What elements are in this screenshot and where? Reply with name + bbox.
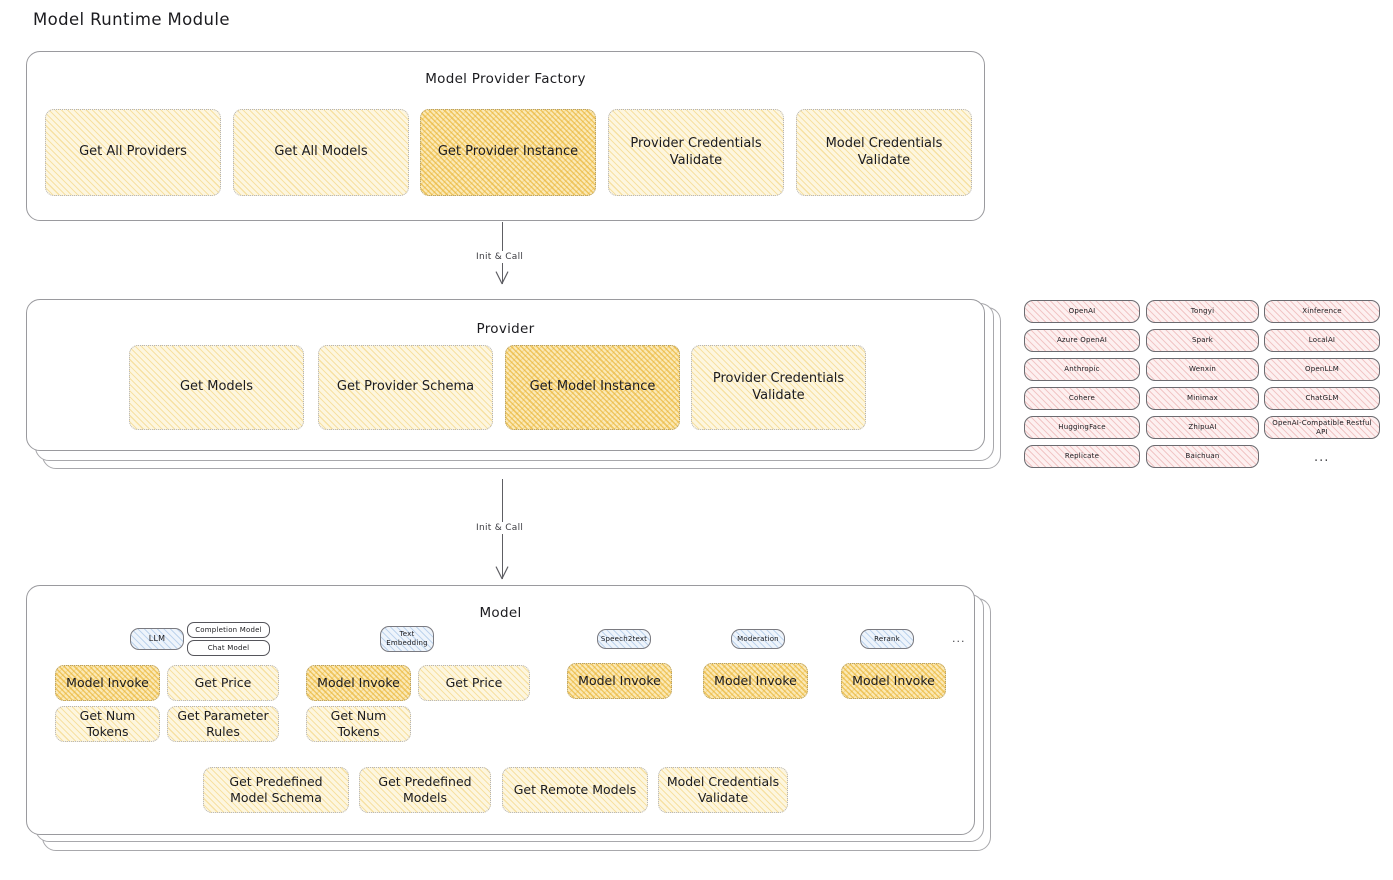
provider-list-more: ... bbox=[1314, 450, 1330, 465]
provider-chip-xinference[interactable]: Xinference bbox=[1264, 300, 1380, 323]
provider-node-provider-credentials-validate[interactable]: Provider Credentials Validate bbox=[691, 345, 866, 430]
provider-chip-spark[interactable]: Spark bbox=[1146, 329, 1259, 352]
model-method-llm-get-price[interactable]: Get Price bbox=[167, 665, 279, 701]
model-panel: Model LLM Completion Model Chat Model Mo… bbox=[26, 585, 975, 835]
provider-chip-chatglm[interactable]: ChatGLM bbox=[1264, 387, 1380, 410]
provider-chip-anthropic[interactable]: Anthropic bbox=[1024, 358, 1140, 381]
model-subtype-badge-completion-model[interactable]: Completion Model bbox=[187, 622, 270, 638]
model-subtype-badge-chat-model[interactable]: Chat Model bbox=[187, 640, 270, 656]
provider-title: Provider bbox=[476, 321, 535, 337]
model-types-more: ... bbox=[952, 632, 966, 645]
provider-chip-wenxin[interactable]: Wenxin bbox=[1146, 358, 1259, 381]
provider-node-get-provider-schema[interactable]: Get Provider Schema bbox=[318, 345, 493, 430]
model-method-llm-model-invoke[interactable]: Model Invoke bbox=[55, 665, 160, 701]
model-title: Model bbox=[479, 605, 522, 621]
arrow-provider-to-model-label: Init & Call bbox=[472, 522, 528, 534]
provider-chip-huggingface[interactable]: HuggingFace bbox=[1024, 416, 1140, 439]
model-method-moderation-model-invoke[interactable]: Model Invoke bbox=[703, 663, 808, 699]
model-type-badge-speech2text[interactable]: Speech2text bbox=[597, 629, 651, 649]
provider-node-get-model-instance[interactable]: Get Model Instance bbox=[505, 345, 680, 430]
provider-chip-cohere[interactable]: Cohere bbox=[1024, 387, 1140, 410]
model-shared-method-get-predefined-model-schema[interactable]: Get Predefined Model Schema bbox=[203, 767, 349, 813]
model-provider-factory-panel: Model Provider Factory Get All Providers… bbox=[26, 51, 985, 221]
model-method-text-embedding-get-num-tokens[interactable]: Get Num Tokens bbox=[306, 706, 411, 742]
model-provider-factory-title: Model Provider Factory bbox=[425, 71, 586, 87]
model-type-badge-llm[interactable]: LLM bbox=[130, 628, 184, 650]
model-shared-method-get-predefined-models[interactable]: Get Predefined Models bbox=[359, 767, 491, 813]
model-method-text-embedding-model-invoke[interactable]: Model Invoke bbox=[306, 665, 411, 701]
provider-chip-minimax[interactable]: Minimax bbox=[1146, 387, 1259, 410]
model-type-badge-moderation[interactable]: Moderation bbox=[731, 629, 785, 649]
model-method-rerank-model-invoke[interactable]: Model Invoke bbox=[841, 663, 946, 699]
factory-node-get-provider-instance[interactable]: Get Provider Instance bbox=[420, 109, 596, 196]
provider-chip-openllm[interactable]: OpenLLM bbox=[1264, 358, 1380, 381]
provider-chip-zhipuai[interactable]: ZhipuAI bbox=[1146, 416, 1259, 439]
model-shared-method-model-credentials-validate[interactable]: Model Credentials Validate bbox=[658, 767, 788, 813]
provider-node-get-models[interactable]: Get Models bbox=[129, 345, 304, 430]
provider-chip-openai[interactable]: OpenAI bbox=[1024, 300, 1140, 323]
model-method-text-embedding-get-price[interactable]: Get Price bbox=[418, 665, 530, 701]
model-method-llm-get-num-tokens[interactable]: Get Num Tokens bbox=[55, 706, 160, 742]
factory-node-get-all-providers[interactable]: Get All Providers bbox=[45, 109, 221, 196]
model-type-badge-text-embedding[interactable]: Text Embedding bbox=[380, 626, 434, 652]
provider-chip-tongyi[interactable]: Tongyi bbox=[1146, 300, 1259, 323]
factory-node-model-credentials-validate[interactable]: Model Credentials Validate bbox=[796, 109, 972, 196]
provider-chip-replicate[interactable]: Replicate bbox=[1024, 445, 1140, 468]
provider-panel: Provider Get Models Get Provider Schema … bbox=[26, 299, 985, 451]
factory-node-provider-credentials-validate[interactable]: Provider Credentials Validate bbox=[608, 109, 784, 196]
model-type-badge-rerank[interactable]: Rerank bbox=[860, 629, 914, 649]
model-method-llm-get-parameter-rules[interactable]: Get Parameter Rules bbox=[167, 706, 279, 742]
provider-chip-azure-openai[interactable]: Azure OpenAI bbox=[1024, 329, 1140, 352]
model-method-speech2text-model-invoke[interactable]: Model Invoke bbox=[567, 663, 672, 699]
provider-chip-openai-compatible-restful-api[interactable]: OpenAI-Compatible Restful API bbox=[1264, 416, 1380, 439]
provider-chip-localai[interactable]: LocalAI bbox=[1264, 329, 1380, 352]
model-shared-method-get-remote-models[interactable]: Get Remote Models bbox=[502, 767, 648, 813]
factory-node-get-all-models[interactable]: Get All Models bbox=[233, 109, 409, 196]
page-title: Model Runtime Module bbox=[33, 10, 230, 29]
arrow-factory-to-provider-label: Init & Call bbox=[472, 251, 528, 263]
provider-chip-baichuan[interactable]: Baichuan bbox=[1146, 445, 1259, 468]
